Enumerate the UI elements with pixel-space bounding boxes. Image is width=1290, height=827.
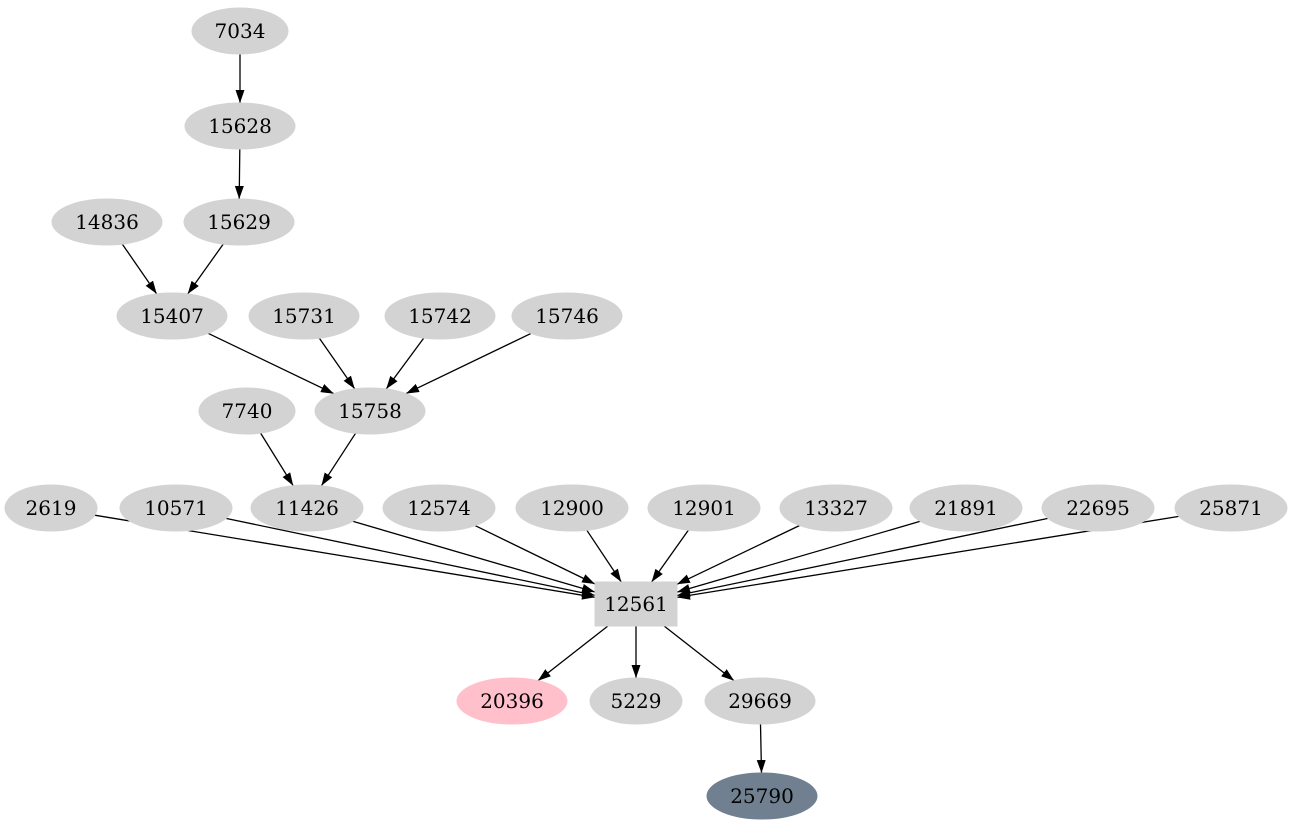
node-label: 11426 [275,496,339,520]
edge-15742-15758 [385,337,425,390]
edge-11426-12561 [352,520,596,593]
graph-node-14836: 14836 [51,198,163,246]
graph-node-15731: 15731 [248,292,360,340]
node-ellipse-shape [456,677,568,725]
node-ellipse-shape [706,772,818,820]
node-label: 15629 [207,210,271,234]
node-label: 2619 [26,496,77,520]
edge-12574-12561 [474,525,596,585]
node-label: 10571 [144,496,208,520]
graph-node-12900: 12900 [515,484,629,532]
edge-15407-15758 [207,332,335,395]
node-label: 7740 [222,399,273,423]
node-ellipse-shape [1041,484,1155,532]
edge-21891-12561 [676,520,921,593]
edge-15629-15407 [187,243,224,295]
node-label: 5229 [611,689,662,713]
node-label: 25871 [1199,496,1263,520]
node-label: 15746 [535,304,599,328]
edge-12900-12561 [586,529,622,583]
graph-node-29669: 29669 [704,677,816,725]
edge-22695-12561 [676,517,1049,598]
node-label: 29669 [728,689,792,713]
node-label: 7034 [215,19,266,43]
node-label: 12901 [672,496,736,520]
node-label: 12561 [604,592,668,616]
node-label: 12574 [407,496,471,520]
graph-node-25871: 25871 [1174,484,1288,532]
node-label: 15758 [338,399,402,423]
edge-7740-11426 [260,432,294,487]
node-ellipse-shape [4,484,98,532]
node-ellipse-shape [248,292,360,340]
node-ellipse-shape [382,484,496,532]
graph-node-12574: 12574 [382,484,496,532]
graph-node-15407: 15407 [116,292,228,340]
graph-node-15629: 15629 [183,198,295,246]
node-label: 15742 [408,304,472,328]
node-ellipse-shape [119,484,233,532]
edge-12561-29669 [663,625,735,682]
edge-15758-11426 [320,432,357,487]
graph-node-15758: 15758 [314,387,426,435]
edge-12901-12561 [651,529,689,583]
node-label: 14836 [75,210,139,234]
node-ellipse-shape [511,292,623,340]
edge-13327-12561 [676,524,800,585]
node-label: 15407 [140,304,204,328]
node-label: 20396 [480,689,544,713]
edge-15731-15758 [318,337,356,390]
node-label: 15628 [208,114,272,138]
node-ellipse-shape [116,292,228,340]
graph-node-2619: 2619 [4,484,98,532]
graph-node-20396: 20396 [456,677,568,725]
node-ellipse-shape [589,677,683,725]
graph-node-5229: 5229 [589,677,683,725]
graph-node-15742: 15742 [384,292,496,340]
graph-node-15746: 15746 [511,292,623,340]
graph-node-11426: 11426 [250,484,364,532]
node-ellipse-shape [314,387,426,435]
graph-node-15628: 15628 [184,102,296,150]
graph-node-12561: 12561 [594,581,678,627]
node-ellipse-shape [184,102,296,150]
node-ellipse-shape [198,387,296,435]
node-ellipse-shape [1174,484,1288,532]
node-label: 12900 [540,496,604,520]
edge-29669-25790 [756,723,766,774]
node-box-shape [594,581,678,627]
node-ellipse-shape [384,292,496,340]
graph-node-21891: 21891 [909,484,1023,532]
graph-node-13327: 13327 [779,484,893,532]
edge-10571-12561 [225,517,596,598]
node-ellipse-shape [51,198,163,246]
node-ellipse-shape [515,484,629,532]
node-label: 21891 [934,496,998,520]
node-ellipse-shape [647,484,761,532]
edge-14836-15407 [121,243,158,295]
graph-node-12901: 12901 [647,484,761,532]
graph-node-22695: 22695 [1041,484,1155,532]
node-ellipse-shape [779,484,893,532]
node-ellipse-shape [191,7,289,55]
graph-node-25790: 25790 [706,772,818,820]
graph-node-7740: 7740 [198,387,296,435]
node-ellipse-shape [909,484,1023,532]
graph-node-7034: 7034 [191,7,289,55]
node-label: 13327 [804,496,868,520]
node-ellipse-shape [183,198,295,246]
nodes-layer: 7034 15628 15629 14836 15407 15731 15742 15746 7… [4,7,1288,820]
edge-12561-20396 [537,625,609,682]
edge-15628-15629 [234,148,244,200]
node-ellipse-shape [250,484,364,532]
node-label: 25790 [730,784,794,808]
edge-15746-15758 [405,332,532,395]
node-label: 22695 [1066,496,1130,520]
node-label: 15731 [272,304,336,328]
node-ellipse-shape [704,677,816,725]
graph-node-10571: 10571 [119,484,233,532]
